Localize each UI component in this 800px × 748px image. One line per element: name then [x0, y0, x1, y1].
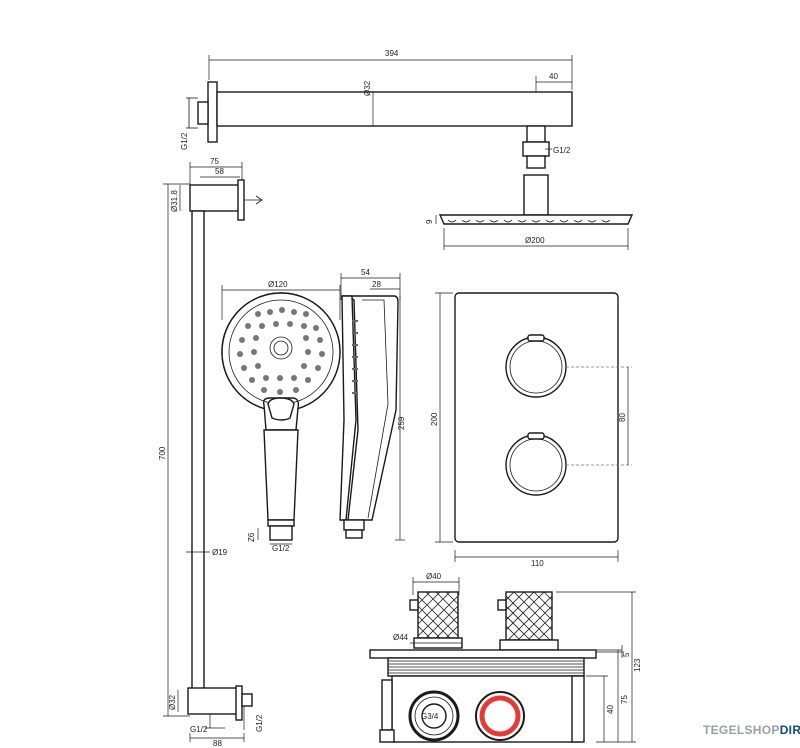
plate-height-label: 200: [430, 412, 439, 426]
concealed-box: Ø40 Ø44 G3/4: [369, 572, 642, 743]
svg-text:TEGELSHOPDIRECT: TEGELSHOPDIRECT: [703, 723, 800, 737]
hand-diameter-label: Ø120: [268, 280, 288, 289]
logo-part-a: TEGELSHOP: [703, 723, 780, 737]
cold-outlet-ring: [408, 690, 460, 742]
hand-neck-label: Z6: [247, 532, 256, 542]
thermostat-faceplate: 200 110 80: [430, 292, 632, 568]
brand-logo: TEGELSHOPDIRECT: [703, 723, 800, 737]
side-nozzles: [352, 320, 358, 394]
knob-spacing-label: 80: [618, 413, 627, 422]
hand-shower-front: Ø120 Z6 G1/2: [221, 280, 341, 553]
box-total-height-label: 123: [633, 658, 642, 672]
slide-rail: 75 58 Ø31.8 Ø19 700 Ø32 G1/2 G1/2: [158, 157, 264, 748]
bottom-thread-left-label: G1/2: [190, 725, 208, 734]
hot-outlet-ring: [479, 695, 521, 737]
knurl-right: [505, 591, 553, 641]
arm-length-label: 394: [385, 49, 399, 58]
knob-top-diameter-label: Ø40: [426, 572, 442, 581]
rain-height-label: 9: [425, 219, 434, 224]
box-depth-label: 75: [620, 695, 629, 704]
bracket-inner-label: 58: [215, 167, 224, 176]
hand-depth-inner-label: 28: [372, 280, 381, 289]
plate-width-label: 110: [531, 559, 544, 568]
hand-length-label: 259: [397, 416, 406, 430]
knob-base-diameter-label: Ø44: [393, 633, 409, 642]
rail-length-label: 700: [158, 446, 167, 460]
arm-tip-label: 40: [549, 72, 558, 81]
arm-wall-thread-label: G1/2: [180, 132, 189, 150]
bottom-diameter-label: Ø32: [168, 694, 177, 710]
box-thread-label: G3/4: [421, 712, 439, 721]
bracket-diameter-label: Ø31.8: [170, 190, 179, 212]
knurl-left: [417, 591, 459, 639]
shower-arm: 394 40 G1/2 Ø32 G1/2: [180, 49, 573, 169]
bottom-width-label: 88: [213, 739, 222, 748]
arm-head-thread-label: G1/2: [553, 146, 571, 155]
logo-part-b: DIRECT: [780, 723, 800, 737]
hand-depth-label: 54: [361, 268, 370, 277]
bracket-outer-label: 75: [210, 157, 219, 166]
hand-shower-side: 54 28 259: [339, 268, 406, 541]
bottom-thread-right-label: G1/2: [255, 714, 264, 732]
hand-thread-label: G1/2: [272, 544, 290, 553]
rain-shower-head: 9 Ø200: [425, 174, 634, 250]
rail-diameter-label: Ø19: [212, 548, 228, 557]
box-plate-label: 5: [622, 652, 631, 657]
rain-diameter-label: Ø200: [525, 236, 545, 245]
arm-diameter-label: Ø32: [363, 80, 372, 96]
box-inner-label: 40: [606, 705, 615, 714]
spray-nozzles: [237, 307, 325, 395]
